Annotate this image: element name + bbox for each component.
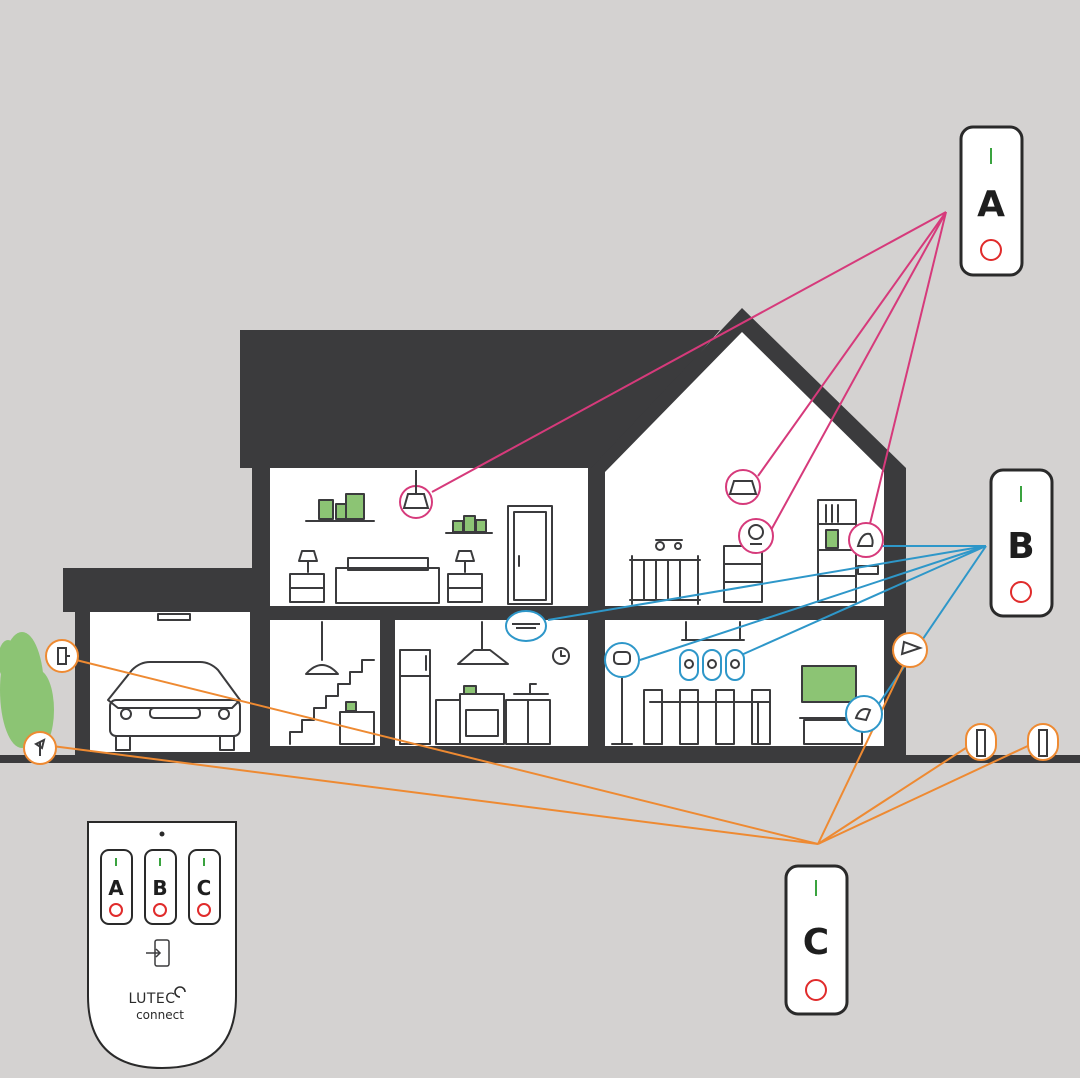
ground-line bbox=[0, 755, 1080, 763]
nursery bbox=[605, 332, 884, 606]
channel-c-switch[interactable]: C bbox=[784, 864, 849, 1016]
bedroom bbox=[270, 468, 588, 606]
stairwell bbox=[270, 620, 380, 746]
tv-uplight[interactable] bbox=[845, 695, 883, 733]
garden-spike-light[interactable] bbox=[23, 731, 57, 765]
channel-a-label: A bbox=[977, 184, 1005, 225]
nursery-ceiling-light[interactable] bbox=[725, 469, 761, 505]
garage-wall-light[interactable] bbox=[45, 639, 79, 673]
bedroom-pendant-light[interactable] bbox=[399, 470, 433, 519]
channel-a-devices bbox=[399, 469, 884, 558]
stairwell-furniture bbox=[289, 621, 375, 745]
remote-button-b[interactable]: B bbox=[144, 849, 177, 925]
bollard-light-1[interactable] bbox=[965, 723, 997, 761]
kitchen-ceiling-light[interactable] bbox=[505, 610, 547, 642]
status-led-icon bbox=[159, 831, 165, 837]
channel-a-switch[interactable]: A bbox=[959, 125, 1024, 277]
remote-button-c[interactable]: C bbox=[188, 849, 221, 925]
floor-lamp[interactable] bbox=[604, 642, 640, 678]
off-indicator-icon bbox=[1010, 581, 1032, 603]
bollard-light-2[interactable] bbox=[1027, 723, 1059, 761]
main-roof bbox=[240, 330, 720, 468]
channel-b-lines bbox=[547, 545, 987, 709]
channel-a-lines bbox=[431, 211, 947, 533]
channel-b-devices bbox=[505, 610, 883, 733]
dining-furniture bbox=[611, 621, 865, 745]
off-indicator-icon bbox=[805, 979, 827, 1001]
brand-name: LUTEC bbox=[128, 991, 175, 1007]
channel-b-switch[interactable]: B bbox=[989, 468, 1054, 618]
lutec-leaf-icon bbox=[174, 986, 186, 998]
channel-c-label: C bbox=[803, 922, 829, 963]
remote-button-c-label: C bbox=[197, 876, 212, 900]
nursery-table-lamp[interactable] bbox=[738, 518, 774, 554]
bedroom-furniture bbox=[289, 493, 553, 605]
remote-button-b-label: B bbox=[152, 876, 167, 900]
car bbox=[107, 613, 241, 751]
remote-control: A B C LUTEC connect bbox=[87, 821, 237, 1070]
brand-sub: connect bbox=[136, 1008, 184, 1022]
channel-c-devices bbox=[23, 632, 1059, 765]
bush bbox=[0, 632, 54, 750]
phone-pairing-icon[interactable] bbox=[146, 939, 170, 967]
garage-interior bbox=[90, 612, 250, 752]
off-indicator-icon bbox=[980, 239, 1002, 261]
dining-pendant-lights[interactable] bbox=[679, 649, 745, 681]
house bbox=[0, 308, 1080, 763]
channel-b-label: B bbox=[1007, 526, 1034, 567]
kitchen bbox=[395, 620, 588, 746]
channel-c-lines bbox=[51, 659, 1033, 845]
bookcase-lamp[interactable] bbox=[848, 522, 884, 558]
remote-button-a[interactable]: A bbox=[100, 849, 133, 925]
outdoor-wall-light[interactable] bbox=[892, 632, 928, 668]
garage-roof bbox=[63, 568, 253, 612]
remote-button-a-label: A bbox=[108, 876, 124, 900]
